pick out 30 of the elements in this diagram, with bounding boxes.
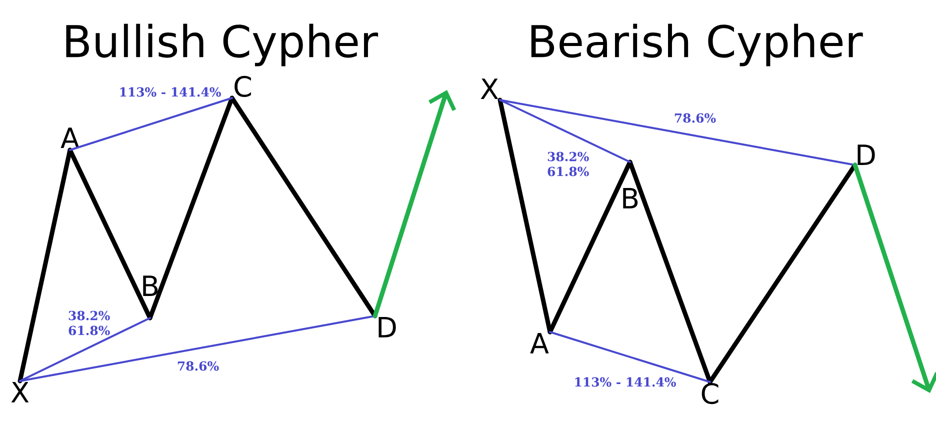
point-label: C (234, 76, 251, 97)
edge-label: 113% - 141.4% (572, 376, 678, 388)
edge-label: 78.6% (672, 112, 718, 124)
arrow (852, 162, 936, 393)
point-label: D (378, 317, 396, 338)
point-label: B (143, 276, 158, 296)
arrow (372, 90, 456, 318)
line (548, 160, 632, 334)
edge-label: 78.6% (176, 360, 220, 372)
line (68, 148, 152, 320)
edge-label: 38.2% 61.8% (546, 150, 589, 178)
chart-title: Bullish Cypher (66, 24, 378, 66)
chart-title: Bearish Cypher (531, 24, 863, 66)
edge-label: 38.2% 61.8% (67, 310, 110, 336)
point-label: X (11, 382, 29, 402)
line (499, 99, 631, 163)
point-label: A (530, 333, 549, 354)
line (549, 331, 711, 383)
line (19, 317, 151, 382)
point-label: C (702, 383, 718, 404)
point-label: B (623, 188, 638, 208)
point-label: X (480, 78, 498, 99)
point-label: A (60, 128, 80, 148)
line (69, 97, 233, 151)
edge-label: 113% - 141.4% (118, 86, 222, 98)
line (18, 148, 72, 384)
point-label: D (858, 144, 875, 165)
line (499, 99, 856, 166)
line (498, 98, 552, 334)
line (19, 315, 376, 382)
